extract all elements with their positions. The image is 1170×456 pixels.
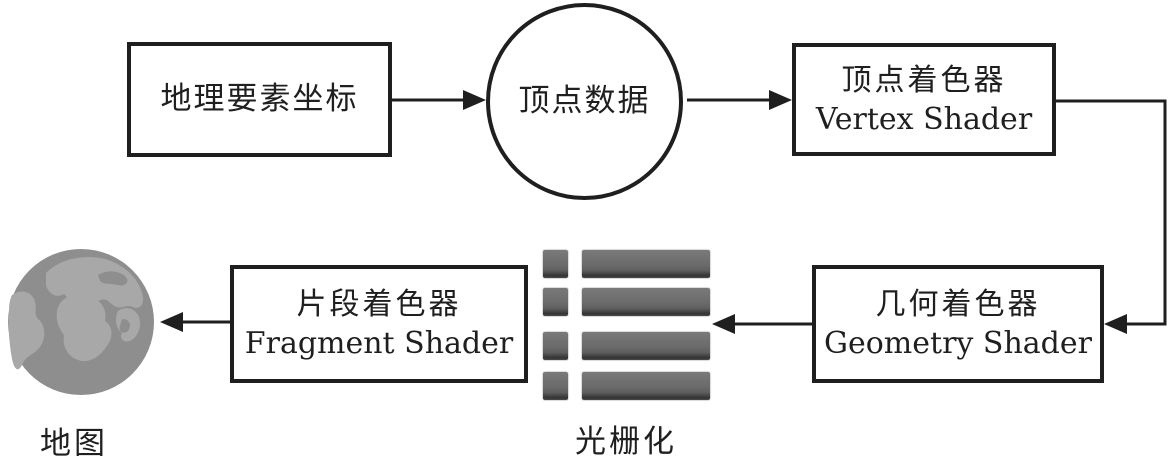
- node-vertex-data: 顶点数据: [486, 3, 683, 200]
- globe-land-asia-east: [115, 308, 140, 342]
- raster-square: [543, 332, 568, 360]
- raster-bar: [582, 372, 710, 400]
- node-geometry-shader: 几何着色器 Geometry Shader: [812, 265, 1104, 383]
- arrow-vertexdata-to-vertexshader: [687, 90, 792, 110]
- globe-sea-mediterranean: [98, 271, 128, 286]
- vertex-shader-label-en: Vertex Shader: [815, 101, 1033, 137]
- raster-bar: [582, 332, 710, 360]
- raster-bar: [582, 250, 710, 278]
- fragment-shader-label-cn: 片段着色器: [296, 287, 462, 322]
- map-label: 地图: [40, 426, 108, 456]
- raster-row: [543, 332, 710, 360]
- geo-coords-label: 地理要素坐标: [160, 81, 359, 118]
- globe-sea-notch: [119, 319, 130, 333]
- globe-icon: [8, 249, 154, 395]
- globe-land-africa: [56, 293, 112, 362]
- vertex-shader-label-cn: 顶点着色器: [841, 62, 1007, 98]
- node-geo-coords: 地理要素坐标: [127, 42, 392, 157]
- globe-land-eurasia: [46, 257, 144, 308]
- node-fragment-shader: 片段着色器 Fragment Shader: [230, 265, 528, 383]
- arrow-geometryshader-to-rasterization: [712, 314, 812, 334]
- geometry-shader-label-en: Geometry Shader: [824, 326, 1092, 361]
- arrow-fragmentshader-to-map: [160, 312, 230, 332]
- raster-row: [543, 372, 710, 400]
- globe-land-americas: [8, 291, 45, 370]
- fragment-shader-label-en: Fragment Shader: [244, 326, 514, 361]
- arrow-geocoords-to-vertexdata: [392, 90, 486, 110]
- raster-row: [543, 250, 710, 278]
- raster-row: [543, 288, 710, 316]
- raster-square: [543, 288, 568, 316]
- geometry-shader-label-cn: 几何着色器: [875, 287, 1041, 322]
- vertex-data-label: 顶点数据: [518, 83, 651, 120]
- rasterization-label: 光栅化: [575, 424, 677, 456]
- node-vertex-shader: 顶点着色器 Vertex Shader: [792, 43, 1056, 156]
- rasterization-graphic: [543, 250, 710, 401]
- raster-square: [543, 250, 568, 278]
- raster-square: [543, 372, 568, 400]
- raster-bar: [582, 288, 710, 316]
